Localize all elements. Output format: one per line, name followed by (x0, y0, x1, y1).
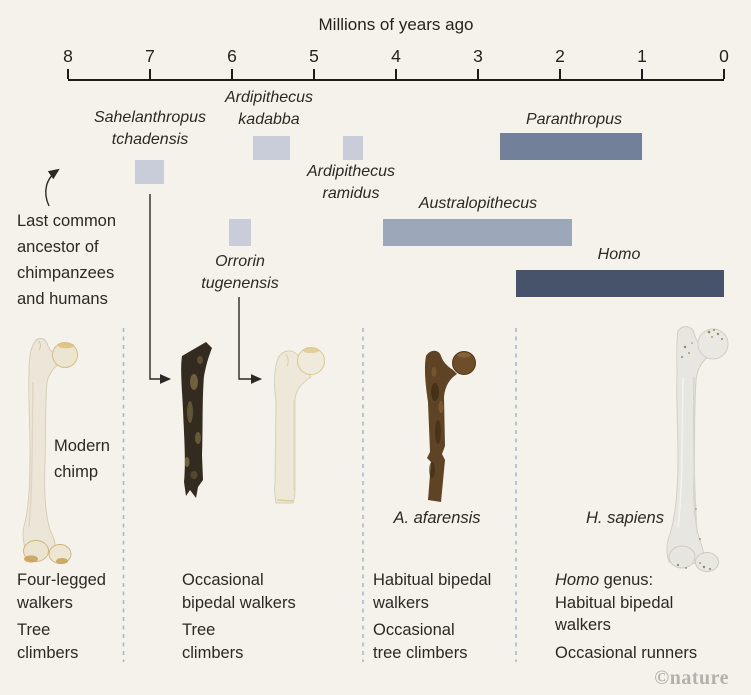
bar-ramidus (342, 136, 364, 160)
bar-paranthropus (500, 133, 642, 160)
curved-arrow-to-sahelanthropus-bar (45, 168, 60, 207)
column-occasional-bipedal-walkers: Occasional bipedal walkers Tree climbers (182, 569, 296, 664)
bar-sahelanthropus (135, 160, 164, 184)
axis-tick-mark (231, 69, 233, 79)
axis-tick-label: 0 (719, 46, 729, 66)
label-homo: Homo (597, 246, 641, 263)
column-text: Tree climbers (17, 621, 79, 662)
label-paranthropus: Paranthropus (525, 111, 623, 128)
axis-tick-mark (477, 69, 479, 79)
bar-australopithecus (382, 219, 573, 246)
axis-tick-mark (641, 69, 643, 79)
column-text: Occasional runners (555, 643, 698, 662)
column-text: Occasional tree climbers (373, 621, 468, 662)
last-common-ancestor-note: Last common ancestor of chimpanzees and … (17, 212, 117, 308)
column-text: Tree climbers (182, 621, 244, 662)
axis-tick-mark (559, 69, 561, 79)
axis-tick-mark (313, 69, 315, 79)
timeline-axis-line (68, 79, 724, 82)
axis-tick-label: 7 (145, 46, 155, 66)
column-text: Occasional bipedal walkers (182, 571, 296, 612)
axis-tick-label: 3 (473, 46, 483, 66)
label-h-sapiens: H. sapiens (586, 509, 664, 527)
orrorin-femur-image (274, 347, 325, 504)
column-four-legged-walkers: Four-legged walkers Tree climbers (17, 569, 106, 664)
column-text: Homo genus: Habitual bipedal walkers (555, 569, 697, 637)
arrow-orrorin-to-bone (238, 297, 263, 384)
axis-tick-label: 4 (391, 46, 401, 66)
bar-kadabba (252, 136, 291, 160)
label-ardipithecus-kadabba: Ardipithecus kadabba (224, 89, 314, 128)
axis-tick-label: 8 (63, 46, 73, 66)
bar-homo (515, 270, 724, 297)
afarensis-femur-image (424, 350, 476, 502)
nature-watermark: ©nature (654, 667, 729, 689)
axis-tick-mark (67, 69, 69, 79)
label-orrorin-tugenensis: Orrorin tugenensis (201, 253, 279, 292)
genus-text: genus: Habitual bipedal walkers (555, 571, 674, 634)
axis-tick-mark (395, 69, 397, 79)
column-homo-genus: Homo genus: Habitual bipedal walkers Occ… (555, 569, 697, 664)
homo-italic: Homo (555, 571, 600, 589)
axis-tick-mark (723, 69, 725, 79)
axis-tick-label: 5 (309, 46, 319, 66)
label-sahelanthropus-tchadensis: Sahelanthropus tchadensis (93, 109, 207, 148)
label-australopithecus: Australopithecus (418, 195, 538, 212)
sapiens-femur-image (666, 326, 729, 572)
axis-tick-label: 6 (227, 46, 237, 66)
axis-tick-mark (149, 69, 151, 79)
label-ardipithecus-ramidus: Ardipithecus ramidus (306, 163, 396, 202)
label-a-afarensis: A. afarensis (393, 509, 481, 527)
bar-orrorin (228, 219, 251, 246)
column-habitual-bipedal-walkers: Habitual bipedal walkers Occasional tree… (373, 569, 491, 664)
column-text: Habitual bipedal walkers (373, 571, 492, 612)
axis-title: Millions of years ago (318, 15, 474, 34)
column-text: Four-legged walkers (17, 571, 106, 612)
label-modern-chimp: Modern chimp (54, 437, 110, 481)
axis-tick-label: 2 (555, 46, 565, 66)
axis-tick-label: 1 (637, 46, 647, 66)
sahelanthropus-femur-image (181, 342, 212, 498)
